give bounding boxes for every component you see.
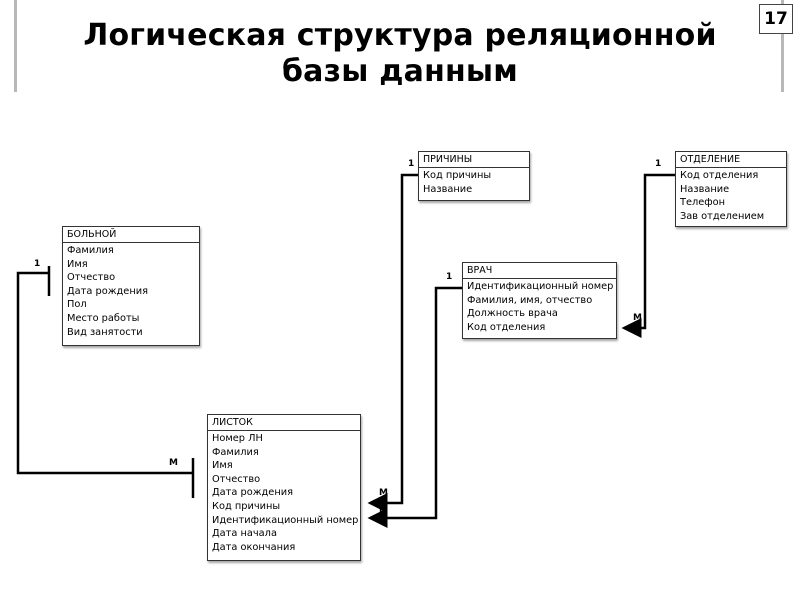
entity-field: Зав отделением xyxy=(680,210,765,222)
entity-field: Место работы xyxy=(67,312,140,324)
entity-field: Вид занятости xyxy=(67,326,143,338)
entity-field: Идентификационный номер xyxy=(212,514,359,526)
connector-vrach-listok xyxy=(367,286,462,528)
entity-name: ЛИСТОК xyxy=(208,415,360,431)
entity-field: Имя xyxy=(67,258,88,270)
entity-field: Идентификационный номер xyxy=(467,281,614,292)
entity-field: Отчество xyxy=(67,272,116,284)
entity-field: Дата рождения xyxy=(212,487,293,499)
entity-name: БОЛЬНОЙ xyxy=(63,227,199,243)
connector-otdelenie-vrach xyxy=(621,173,675,338)
card-otdelenie-one: 1 xyxy=(655,159,662,169)
entity-field: Должность врача xyxy=(467,308,558,320)
connector-prichiny-listok xyxy=(367,173,418,513)
entity-field: Номер ЛН xyxy=(212,433,263,444)
entity-field: Имя xyxy=(212,460,233,472)
title-frame xyxy=(14,0,784,92)
entity-field: Фамилия, имя, отчество xyxy=(467,294,593,306)
card-vrach-one: 1 xyxy=(446,272,453,282)
card-listok-many-prichiny: M xyxy=(379,488,388,498)
card-bolnoy-one: 1 xyxy=(34,259,41,269)
slide-title: Логическая структура реляционной базы да… xyxy=(83,18,717,89)
entity-field: Пол xyxy=(67,299,87,311)
card-prichiny-one: 1 xyxy=(408,159,415,169)
entity-field: Код отделения xyxy=(467,321,546,333)
entity-name: ПРИЧИНЫ xyxy=(419,152,529,168)
entity-field: Дата окончания xyxy=(212,541,296,553)
card-vrach-many: M xyxy=(633,313,642,323)
entity-name: ВРАЧ xyxy=(463,263,616,279)
entity-field: Код причины xyxy=(212,500,281,512)
entity-field: Название xyxy=(680,183,730,195)
entity-field: Отчество xyxy=(212,473,261,485)
connector-bolnoy-listok xyxy=(16,266,195,498)
entity-field: Фамилия xyxy=(212,446,259,458)
entity-field: Фамилия xyxy=(67,245,114,256)
entity-field: Код причины xyxy=(423,170,492,181)
entity-field: Телефон xyxy=(680,197,726,209)
page-number: 17 xyxy=(759,4,793,34)
card-listok-many-vrach: M xyxy=(379,507,388,517)
card-listok-many-bolnoy: M xyxy=(169,458,178,468)
entity-field: Код отделения xyxy=(680,170,759,181)
entity-name: ОТДЕЛЕНИЕ xyxy=(676,152,786,168)
entity-field: Дата начала xyxy=(212,528,277,540)
entity-field: Дата рождения xyxy=(67,285,148,297)
entity-field: Название xyxy=(423,183,473,195)
